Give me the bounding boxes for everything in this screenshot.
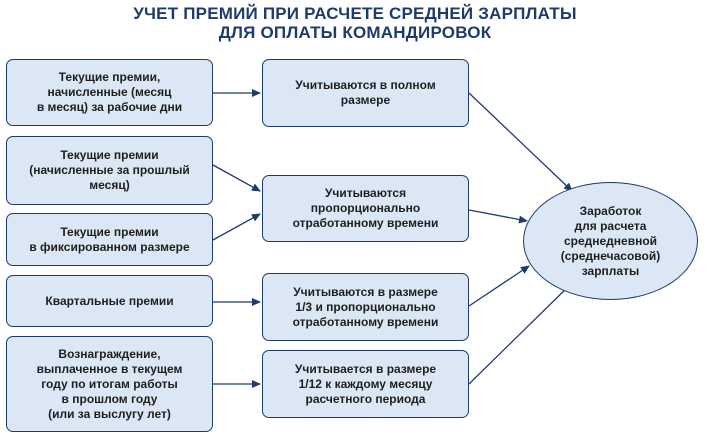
source-current-bonus-monthly: Текущие премии, начисленные (месяц в мес… — [6, 59, 213, 126]
source-current-bonus-previous-month: Текущие премии (начисленные за прошлый м… — [6, 136, 213, 205]
arrow-source2-rule2 — [212, 164, 261, 192]
rule-one-twelfth: Учитывается в размере 1/12 к каждому мес… — [262, 350, 469, 418]
source-annual-reward: Вознаграждение, выплаченное в текущем го… — [6, 336, 213, 432]
result-average-earnings: Заработок для расчета среднедневной (сре… — [523, 182, 698, 300]
rule-one-third-proportional: Учитываются в размере 1/3 и пропорционал… — [262, 273, 469, 341]
diagram-title-line-2: ДЛЯ ОПЛАТЫ КОМАНДИРОВОК — [218, 23, 492, 42]
arrow-rule3-result — [468, 265, 530, 307]
source-quarterly-bonus: Квартальные премии — [6, 275, 213, 327]
arrow-rule1-result — [468, 92, 573, 192]
diagram-title-line-1: УЧЕТ ПРЕМИЙ ПРИ РАСЧЕТЕ СРЕДНЕЙ ЗАРПЛАТЫ — [133, 4, 577, 23]
source-current-bonus-fixed: Текущие премии в фиксированном размере — [6, 213, 213, 266]
arrow-source3-rule2 — [212, 213, 261, 241]
rule-proportional: Учитываются пропорционально отработанном… — [262, 175, 469, 242]
arrow-rule4-result — [468, 279, 576, 385]
arrow-rule2-result — [468, 209, 528, 224]
rule-full-amount: Учитываются в полном размере — [262, 59, 469, 127]
